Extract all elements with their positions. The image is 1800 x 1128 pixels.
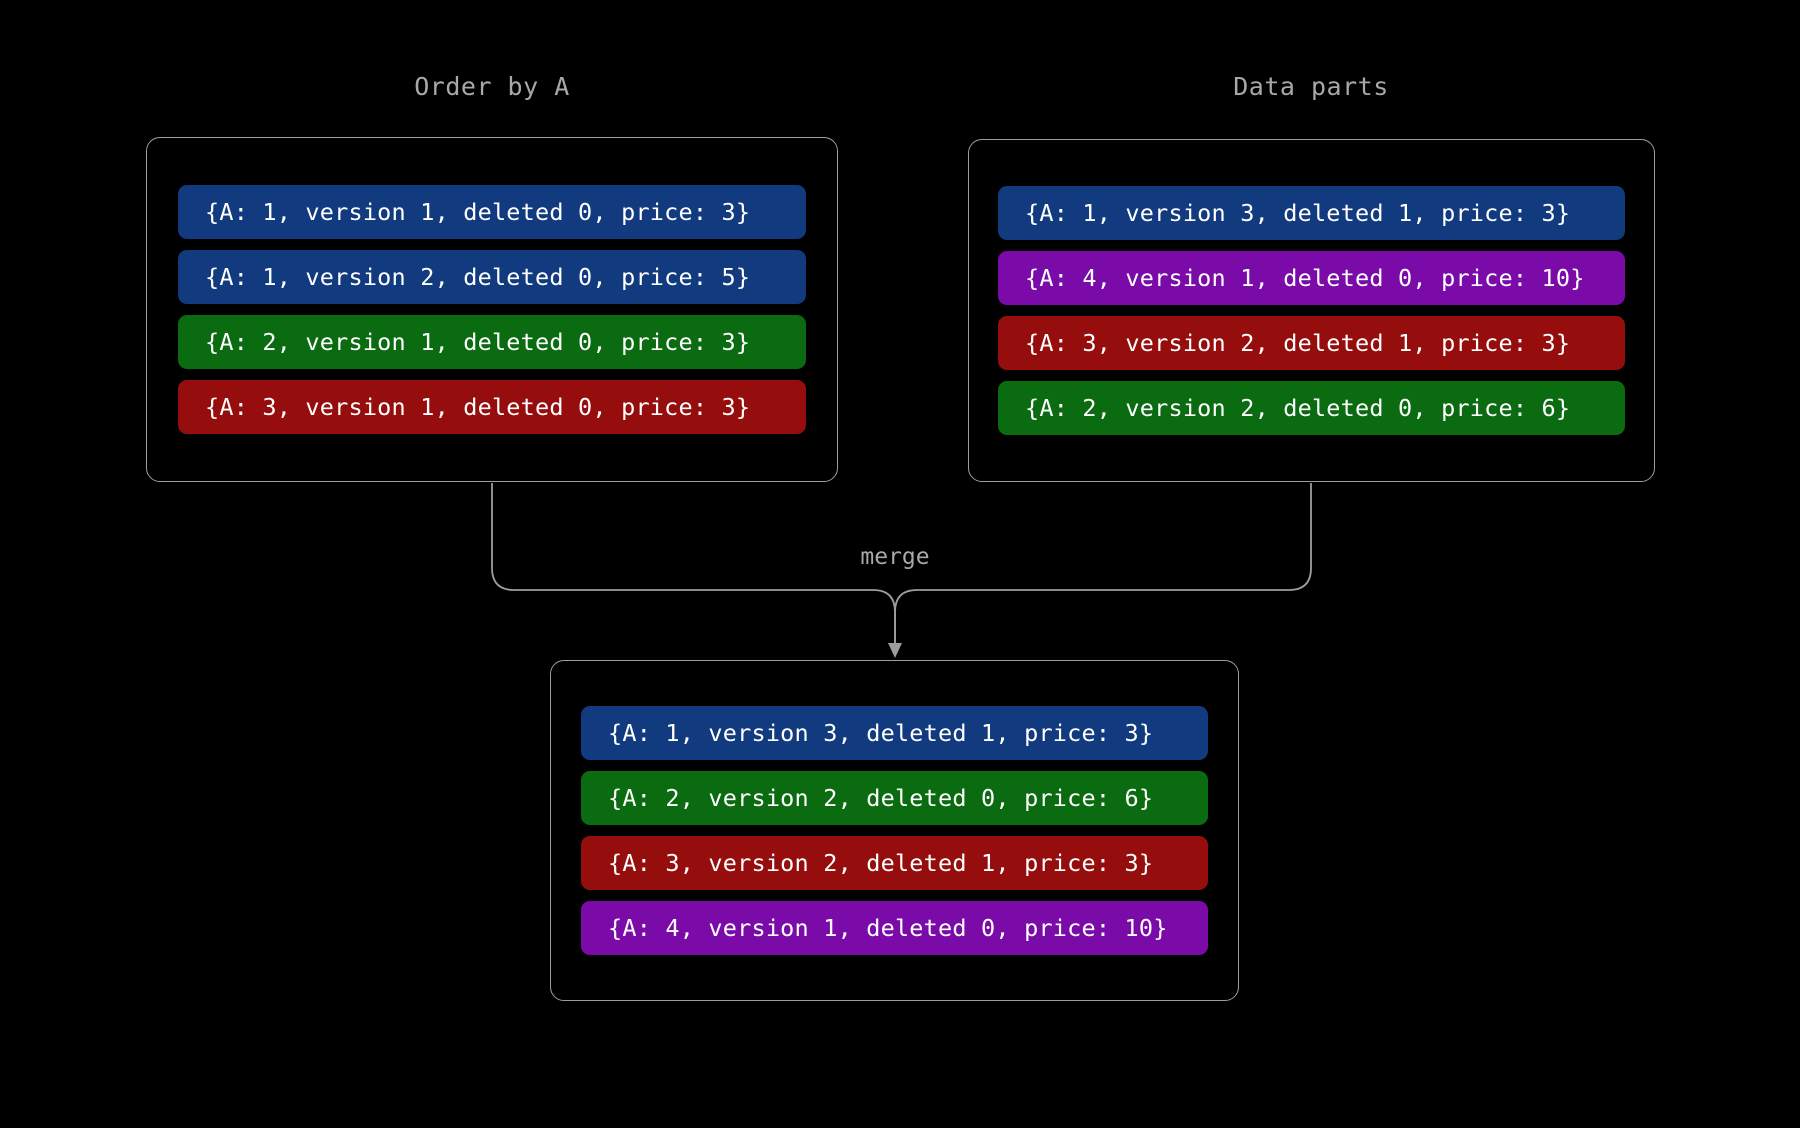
record-row-label: {A: 3, version 1, deleted 0, price: 3} bbox=[205, 393, 751, 421]
record-row-label: {A: 1, version 3, deleted 1, price: 3} bbox=[1025, 199, 1571, 227]
row-list-data-parts: {A: 1, version 3, deleted 1, price: 3} {… bbox=[969, 186, 1654, 435]
record-row[interactable]: {A: 4, version 1, deleted 0, price: 10} bbox=[998, 251, 1625, 305]
record-row-label: {A: 4, version 1, deleted 0, price: 10} bbox=[608, 914, 1168, 942]
panel-title-data-parts: Data parts bbox=[1233, 72, 1389, 101]
record-row[interactable]: {A: 3, version 2, deleted 1, price: 3} bbox=[998, 316, 1625, 370]
record-row[interactable]: {A: 3, version 2, deleted 1, price: 3} bbox=[581, 836, 1208, 890]
record-row-label: {A: 1, version 1, deleted 0, price: 3} bbox=[205, 198, 751, 226]
record-row[interactable]: {A: 2, version 2, deleted 0, price: 6} bbox=[581, 771, 1208, 825]
connector-path-left bbox=[491, 483, 896, 645]
record-row[interactable]: {A: 1, version 3, deleted 1, price: 3} bbox=[581, 706, 1208, 760]
record-row[interactable]: {A: 1, version 2, deleted 0, price: 5} bbox=[178, 250, 806, 304]
record-row-label: {A: 3, version 2, deleted 1, price: 3} bbox=[1025, 329, 1571, 357]
panel-data-parts: {A: 1, version 3, deleted 1, price: 3} {… bbox=[968, 139, 1655, 482]
row-list-order-by-a: {A: 1, version 1, deleted 0, price: 3} {… bbox=[147, 185, 837, 434]
record-row[interactable]: {A: 3, version 1, deleted 0, price: 3} bbox=[178, 380, 806, 434]
row-list-merged: {A: 1, version 3, deleted 1, price: 3} {… bbox=[551, 706, 1238, 955]
record-row-label: {A: 4, version 1, deleted 0, price: 10} bbox=[1025, 264, 1585, 292]
connector-path-right bbox=[894, 483, 1312, 645]
record-row[interactable]: {A: 2, version 1, deleted 0, price: 3} bbox=[178, 315, 806, 369]
record-row[interactable]: {A: 1, version 3, deleted 1, price: 3} bbox=[998, 186, 1625, 240]
record-row-label: {A: 1, version 2, deleted 0, price: 5} bbox=[205, 263, 751, 291]
arrow-head-icon bbox=[888, 643, 902, 658]
record-row-label: {A: 2, version 2, deleted 0, price: 6} bbox=[608, 784, 1154, 812]
panel-merged-result: {A: 1, version 3, deleted 1, price: 3} {… bbox=[550, 660, 1239, 1001]
record-row[interactable]: {A: 4, version 1, deleted 0, price: 10} bbox=[581, 901, 1208, 955]
panel-title-order-by-a: Order by A bbox=[414, 72, 570, 101]
merge-label: merge bbox=[860, 544, 930, 570]
record-row-label: {A: 2, version 2, deleted 0, price: 6} bbox=[1025, 394, 1571, 422]
record-row[interactable]: {A: 1, version 1, deleted 0, price: 3} bbox=[178, 185, 806, 239]
panel-order-by-a: {A: 1, version 1, deleted 0, price: 3} {… bbox=[146, 137, 838, 482]
record-row-label: {A: 3, version 2, deleted 1, price: 3} bbox=[608, 849, 1154, 877]
record-row-label: {A: 1, version 3, deleted 1, price: 3} bbox=[608, 719, 1154, 747]
record-row-label: {A: 2, version 1, deleted 0, price: 3} bbox=[205, 328, 751, 356]
record-row[interactable]: {A: 2, version 2, deleted 0, price: 6} bbox=[998, 381, 1625, 435]
